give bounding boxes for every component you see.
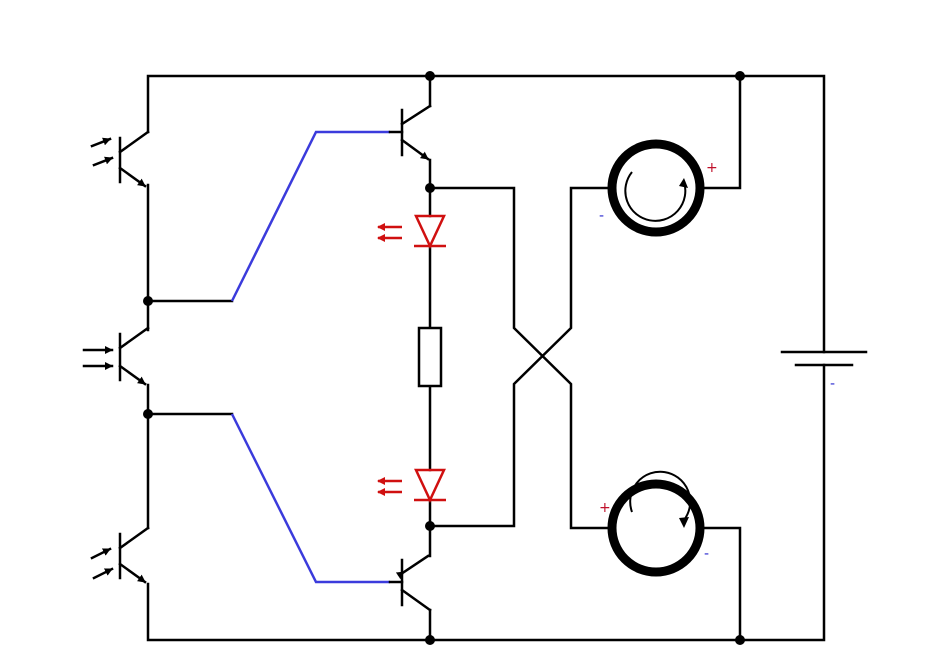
blue-link-bottom: [232, 414, 390, 582]
motor-bottom-plus-label: +: [599, 500, 611, 516]
led-top: [378, 216, 446, 246]
phototransistor-middle: [84, 328, 148, 384]
motor-top-plus-label: +: [706, 160, 718, 176]
pnp-transistor: [390, 556, 430, 610]
phototransistor-bottom: [92, 528, 148, 582]
battery: [782, 352, 866, 365]
motor-top: [612, 144, 700, 232]
motor-top-minus-label: -: [599, 208, 604, 224]
phototransistor-top: [92, 132, 148, 186]
resistor: [419, 328, 441, 386]
battery-minus-label: -: [830, 376, 835, 392]
wiring: [148, 76, 824, 640]
led-bottom: [378, 470, 446, 500]
blue-link-top: [232, 132, 390, 301]
npn-transistor: [390, 106, 430, 159]
motor-bottom: [612, 472, 700, 572]
motor-bottom-minus-label: -: [704, 546, 709, 562]
